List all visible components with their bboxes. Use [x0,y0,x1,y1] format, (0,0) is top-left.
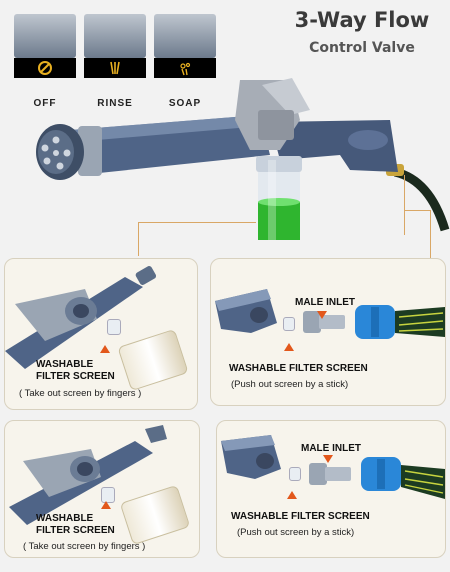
soap-icon [154,58,216,78]
mode-rinse [84,14,146,78]
mode-soap [154,14,216,78]
filter-label-line1: WASHABLE [36,513,94,524]
arrow-up-icon [284,343,294,351]
filter-ring [283,317,295,331]
spray-gun-image [36,78,450,240]
filter-note: (Push out screen by a stick) [231,379,349,390]
panel-bottom-right: MALE INLET WASHABLE FILTER SCREEN (Push … [216,420,446,558]
arrow-up-icon [101,501,111,509]
filter-note: ( Take out screen by fingers ) [19,388,142,399]
arrow-up-icon [100,345,110,353]
arrow-down-icon [317,311,327,319]
valve-off-image [14,14,76,58]
arrow-up-icon [287,491,297,499]
gun-detail-image [5,266,157,369]
valve-soap-image [154,14,216,58]
panel-bottom-left: WASHABLE FILTER SCREEN ( Take out screen… [4,420,200,558]
filter-ring [107,319,121,335]
gun-detail-image [9,425,167,525]
arrow-down-icon [323,455,333,463]
filter-label-line2: FILTER SCREEN [36,525,115,536]
inlet-detail-image [215,289,445,339]
mode-label-off: OFF [33,98,57,109]
panel-top-left: WASHABLE FILTER SCREEN ( Take out screen… [4,258,198,410]
title-line2: Control Valve [309,40,415,56]
filter-label-line1: WASHABLE [36,359,94,370]
filter-label: WASHABLE FILTER SCREEN [229,363,368,374]
filter-ring [289,467,301,481]
valve-rinse-image [84,14,146,58]
panel-top-right: MALE INLET WASHABLE FILTER SCREEN (Push … [210,258,446,406]
off-icon [14,58,76,78]
mode-off [14,14,76,78]
title-line1: 3-Way Flow [294,8,430,32]
male-inlet-label: MALE INLET [295,297,355,308]
filter-note: (Push out screen by a stick) [237,527,355,538]
inlet-detail-image [221,435,445,499]
filter-label: WASHABLE FILTER SCREEN [231,511,370,522]
rinse-icon [84,58,146,78]
male-inlet-label: MALE INLET [301,443,361,454]
mode-label-rinse: RINSE [97,98,133,109]
mode-label-soap: SOAP [168,98,202,109]
filter-label-line2: FILTER SCREEN [36,371,115,382]
filter-note: ( Take out screen by fingers ) [23,541,146,552]
